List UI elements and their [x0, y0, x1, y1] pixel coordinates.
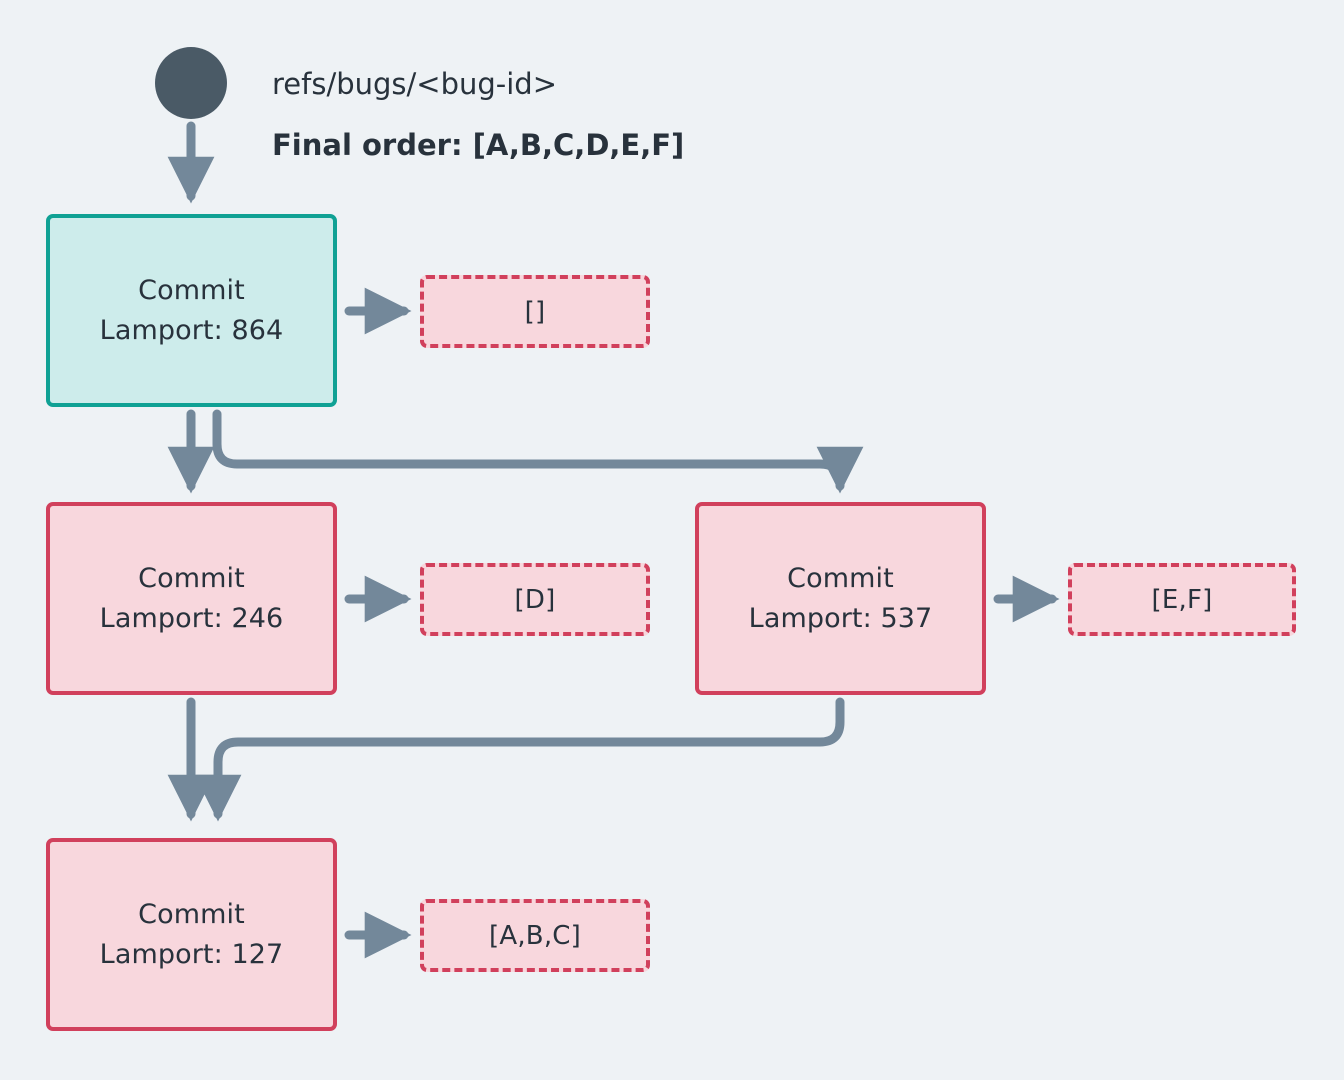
commit-node-537[interactable]: Commit Lamport: 537: [695, 502, 986, 695]
commit-node-864[interactable]: Commit Lamport: 864: [46, 214, 337, 407]
commit-node-537-title: Commit: [787, 563, 894, 595]
edge-864-to-537: [212, 409, 864, 494]
commit-node-127-lamport: Lamport: 127: [99, 938, 284, 970]
ref-label: refs/bugs/<bug-id>: [272, 67, 558, 101]
order-badge-246: [D]: [420, 563, 650, 636]
start-dot: [155, 47, 227, 119]
edge-537-to-127: [194, 697, 845, 822]
commit-node-864-lamport: Lamport: 864: [99, 314, 284, 346]
order-badge-537: [E,F]: [1068, 563, 1296, 636]
commit-node-246-title: Commit: [138, 563, 245, 595]
commit-node-127[interactable]: Commit Lamport: 127: [46, 838, 337, 1031]
commit-node-246-lamport: Lamport: 246: [99, 602, 284, 634]
order-badge-864: []: [420, 275, 650, 348]
final-order-label: Final order: [A,B,C,D,E,F]: [272, 128, 685, 162]
order-badge-127: [A,B,C]: [420, 899, 650, 972]
commit-node-537-lamport: Lamport: 537: [748, 602, 933, 634]
commit-node-127-title: Commit: [138, 899, 245, 931]
commit-node-864-title: Commit: [138, 275, 245, 307]
commit-node-246[interactable]: Commit Lamport: 246: [46, 502, 337, 695]
